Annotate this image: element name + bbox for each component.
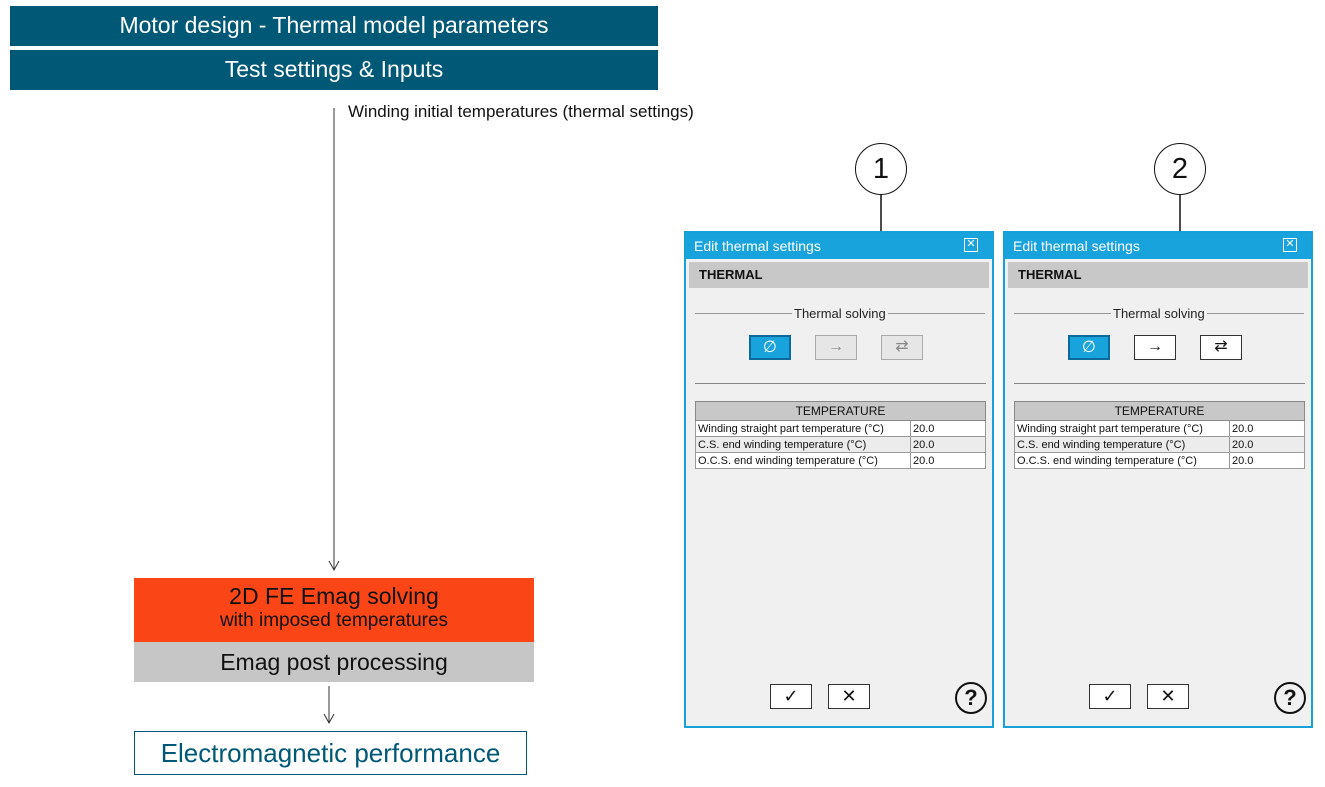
header-subtitle: Test settings & Inputs <box>224 56 444 82</box>
mode-one-way-button[interactable]: → <box>1134 335 1176 360</box>
row-value-input[interactable]: 20.0 <box>1229 436 1305 453</box>
callout-1: 1 <box>855 143 907 195</box>
table-row: C.S. end winding temperature (°C) 20.0 <box>1014 436 1305 453</box>
section-thermal: THERMAL <box>689 262 989 288</box>
arrow-right-icon: → <box>1147 338 1163 355</box>
ok-button[interactable]: ✓ <box>770 684 812 709</box>
table-row: Winding straight part temperature (°C) 2… <box>695 420 986 437</box>
temperature-table: TEMPERATURE Winding straight part temper… <box>1014 401 1305 469</box>
check-icon: ✓ <box>1102 686 1118 706</box>
dialog-title: Edit thermal settings <box>1013 238 1140 254</box>
help-glyph: ? <box>964 685 978 710</box>
table-row: C.S. end winding temperature (°C) 20.0 <box>695 436 986 453</box>
group-label-thermal-solving: Thermal solving <box>1111 306 1207 321</box>
row-label: C.S. end winding temperature (°C) <box>1014 436 1230 453</box>
check-icon: ✓ <box>783 686 799 706</box>
close-icon[interactable]: ✕ <box>964 238 978 252</box>
input-arrow-head <box>328 560 340 572</box>
group-label-thermal-solving: Thermal solving <box>792 306 888 321</box>
header-title-bar: Motor design - Thermal model parameters <box>10 6 658 46</box>
separator <box>695 383 986 384</box>
help-icon[interactable]: ? <box>1274 682 1306 714</box>
header-subtitle-bar: Test settings & Inputs <box>10 50 658 90</box>
cross-icon: ✕ <box>1160 686 1176 706</box>
cancel-button[interactable]: ✕ <box>1147 684 1189 709</box>
help-icon[interactable]: ? <box>955 682 987 714</box>
table-row: Winding straight part temperature (°C) 2… <box>1014 420 1305 437</box>
thermal-settings-dialog-1: Edit thermal settings ✕ THERMAL Thermal … <box>684 231 994 728</box>
mode-one-way-button[interactable]: → <box>815 335 857 360</box>
callout-2: 2 <box>1154 143 1206 195</box>
solving-line1: 2D FE Emag solving <box>229 583 439 609</box>
row-label: O.C.S. end winding temperature (°C) <box>695 452 911 469</box>
mode-two-way-button[interactable]: ⇄ <box>881 335 923 360</box>
thermal-settings-dialog-2: Edit thermal settings ✕ THERMAL Thermal … <box>1003 231 1313 728</box>
section-thermal: THERMAL <box>1008 262 1308 288</box>
table-row: O.C.S. end winding temperature (°C) 20.0 <box>1014 452 1305 469</box>
separator <box>1014 383 1305 384</box>
arrows-swap-icon: ⇄ <box>895 338 909 355</box>
temperature-table: TEMPERATURE Winding straight part temper… <box>695 401 986 469</box>
dialog-title-bar: Edit thermal settings ✕ <box>1005 233 1311 259</box>
mode-none-button[interactable]: ∅ <box>749 335 791 360</box>
arrow-right-icon: → <box>828 338 844 355</box>
cross-icon: ✕ <box>841 686 857 706</box>
solving-line2: with imposed temperatures <box>219 610 449 631</box>
row-value-input[interactable]: 20.0 <box>1229 420 1305 437</box>
temperature-header: TEMPERATURE <box>1014 401 1305 421</box>
row-label: Winding straight part temperature (°C) <box>1014 420 1230 437</box>
output-arrow-head <box>323 713 335 725</box>
row-label: O.C.S. end winding temperature (°C) <box>1014 452 1230 469</box>
post-processing-label: Emag post processing <box>220 649 448 675</box>
none-icon: ∅ <box>763 339 777 356</box>
input-label: Winding initial temperatures (thermal se… <box>348 102 694 121</box>
ok-button[interactable]: ✓ <box>1089 684 1131 709</box>
table-row: O.C.S. end winding temperature (°C) 20.0 <box>695 452 986 469</box>
dialog-title: Edit thermal settings <box>694 238 821 254</box>
post-processing-box: Emag post processing <box>134 642 534 682</box>
none-icon: ∅ <box>1082 339 1096 356</box>
row-value-input[interactable]: 20.0 <box>1229 452 1305 469</box>
close-icon[interactable]: ✕ <box>1283 238 1297 252</box>
row-label: Winding straight part temperature (°C) <box>695 420 911 437</box>
temperature-header: TEMPERATURE <box>695 401 986 421</box>
header-title: Motor design - Thermal model parameters <box>119 12 549 38</box>
mode-two-way-button[interactable]: ⇄ <box>1200 335 1242 360</box>
solving-box: 2D FE Emag solving with imposed temperat… <box>134 578 534 642</box>
row-value-input[interactable]: 20.0 <box>910 436 986 453</box>
arrows-swap-icon: ⇄ <box>1214 338 1228 355</box>
dialog-title-bar: Edit thermal settings ✕ <box>686 233 992 259</box>
help-glyph: ? <box>1283 685 1297 710</box>
cancel-button[interactable]: ✕ <box>828 684 870 709</box>
result-box: Electromagnetic performance <box>134 731 527 775</box>
result-label: Electromagnetic performance <box>160 738 501 768</box>
row-value-input[interactable]: 20.0 <box>910 452 986 469</box>
row-value-input[interactable]: 20.0 <box>910 420 986 437</box>
mode-none-button[interactable]: ∅ <box>1068 335 1110 360</box>
row-label: C.S. end winding temperature (°C) <box>695 436 911 453</box>
